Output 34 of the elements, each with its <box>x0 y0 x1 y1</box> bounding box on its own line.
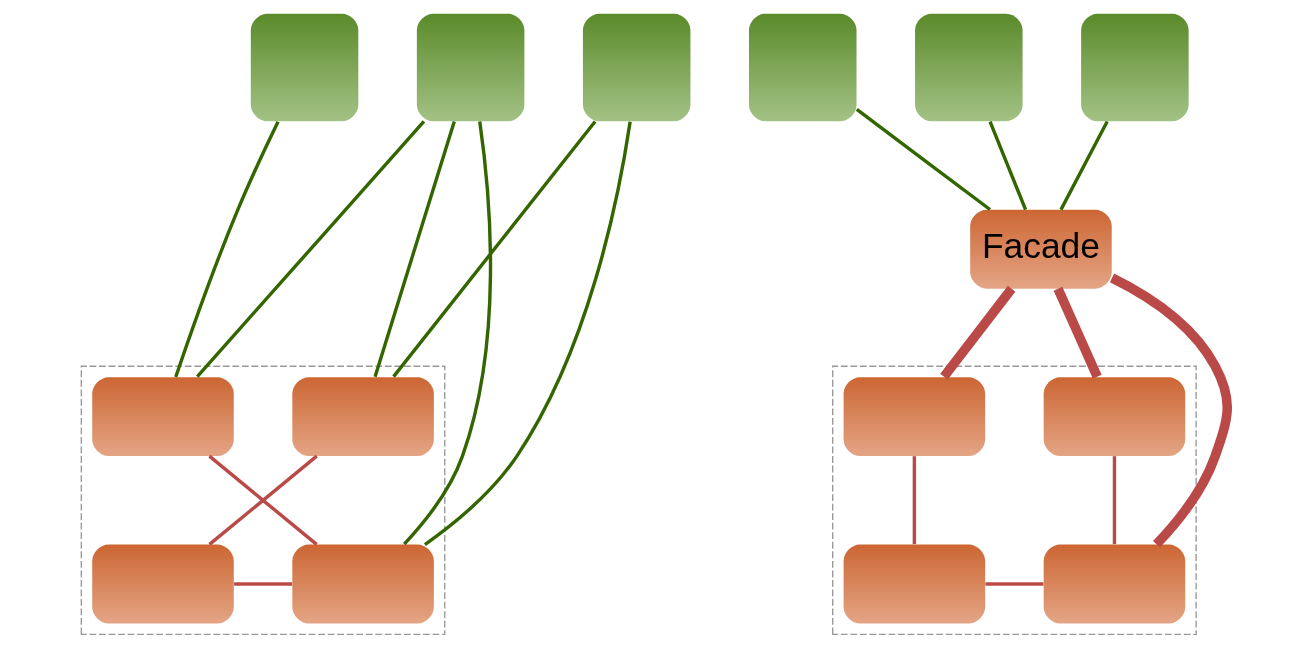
node-box <box>92 377 234 457</box>
node-box <box>1043 377 1186 457</box>
connector <box>1112 456 1117 545</box>
connector <box>423 121 632 546</box>
connector <box>1059 120 1109 211</box>
node-box <box>1081 13 1189 122</box>
connector <box>988 120 1028 211</box>
connector <box>1109 273 1232 548</box>
connector <box>985 582 1044 586</box>
cluster <box>80 365 446 636</box>
connector <box>234 582 293 586</box>
node-box <box>292 377 434 457</box>
node-box <box>582 13 691 122</box>
connector <box>196 120 426 378</box>
node-box <box>416 13 525 122</box>
connector <box>373 120 456 378</box>
cluster <box>832 365 1197 636</box>
node-box <box>843 544 986 624</box>
connector <box>392 120 597 378</box>
node-box <box>92 544 234 624</box>
connector <box>940 285 1016 380</box>
node-box: Facade <box>970 209 1112 289</box>
node-box <box>915 13 1023 122</box>
node-box <box>749 13 857 122</box>
connector <box>208 454 318 546</box>
connector <box>1053 286 1102 379</box>
node-box <box>292 544 434 624</box>
connector <box>403 121 493 546</box>
connector <box>912 456 917 545</box>
node-box <box>843 377 986 457</box>
node-box <box>1043 544 1186 624</box>
connector <box>855 108 991 211</box>
connector <box>174 121 280 378</box>
node-box <box>250 13 359 122</box>
